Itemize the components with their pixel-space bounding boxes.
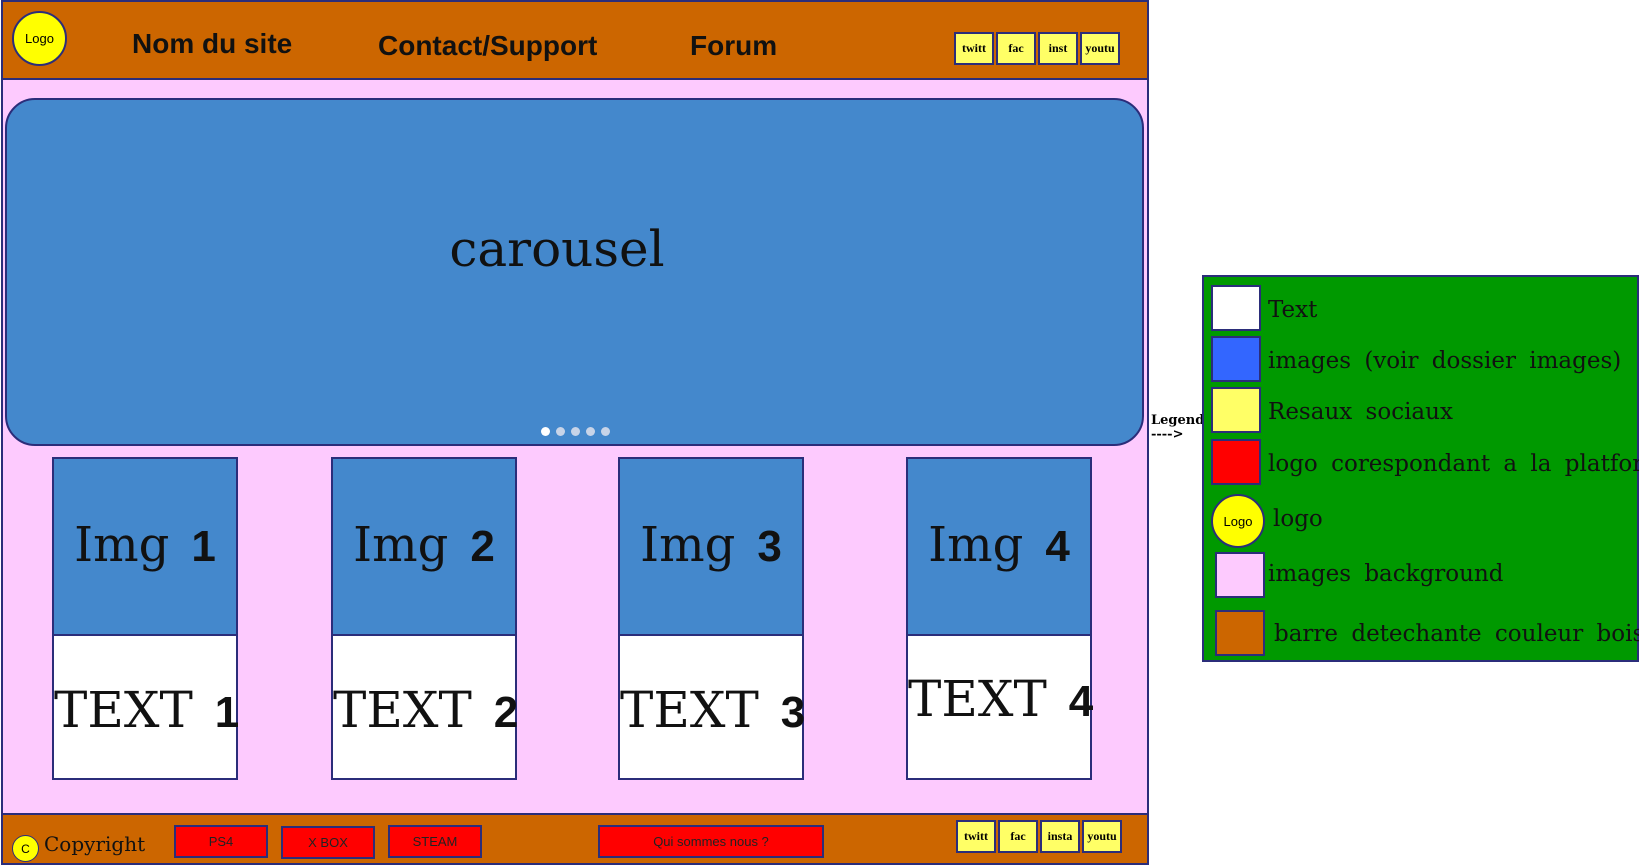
nav-forum[interactable]: Forum xyxy=(690,30,778,61)
legend-label-social: Resaux sociaux xyxy=(1268,399,1453,425)
copyright-text: Copyright xyxy=(44,832,146,856)
legend-label-platform: logo corespondant a la platforme xyxy=(1268,451,1639,477)
carousel-dot-3[interactable] xyxy=(571,427,580,436)
legend-label-background: images background xyxy=(1268,561,1504,587)
legend-swatch-background xyxy=(1215,552,1265,598)
footer-youtube-button[interactable]: youtu xyxy=(1082,820,1122,853)
legend-pointer-title: Legende xyxy=(1151,413,1213,428)
footer-xbox-button[interactable]: X BOX xyxy=(281,826,375,859)
footer-ps4-button[interactable]: PS4 xyxy=(174,825,268,858)
header-youtube-button[interactable]: youtu xyxy=(1080,32,1120,65)
legend-swatch-text xyxy=(1211,285,1261,331)
carousel-dot-2[interactable] xyxy=(556,427,565,436)
legend-swatch-images xyxy=(1211,336,1261,382)
header-instagram-button[interactable]: inst xyxy=(1038,32,1078,65)
nav-contact-support[interactable]: Contact/Support xyxy=(378,30,598,61)
legend-label-wood-bar: barre detechante couleur bois xyxy=(1274,621,1639,647)
footer-about-button[interactable]: Qui sommes nous ? xyxy=(598,825,824,858)
footer-instagram-button[interactable]: insta xyxy=(1040,820,1080,853)
carousel-dot-4[interactable] xyxy=(586,427,595,436)
legend-swatch-platform xyxy=(1211,439,1261,485)
copyright-icon: C xyxy=(12,835,39,862)
legend-label-images: images (voir dossier images) xyxy=(1268,348,1622,374)
carousel-dot-5[interactable] xyxy=(601,427,610,436)
legend-swatch-social xyxy=(1211,387,1261,433)
legend-label-logo: logo xyxy=(1273,506,1323,532)
carousel[interactable]: carousel xyxy=(5,98,1144,446)
footer-facebook-button[interactable]: fac xyxy=(998,820,1038,853)
legend-pointer-arrow: ----> xyxy=(1151,427,1184,442)
legend-pointer: Legende ----> xyxy=(1151,414,1213,442)
legend-swatch-wood-bar xyxy=(1215,610,1265,656)
carousel-label: carousel xyxy=(449,220,665,278)
header-facebook-button[interactable]: fac xyxy=(996,32,1036,65)
header-twitter-button[interactable]: twitt xyxy=(954,32,994,65)
legend-swatch-logo: Logo xyxy=(1211,494,1265,548)
carousel-dot-1[interactable] xyxy=(541,427,550,436)
legend-label-text: Text xyxy=(1268,297,1318,323)
nav-site-name[interactable]: Nom du site xyxy=(132,28,293,59)
site-logo[interactable]: Logo xyxy=(12,11,67,66)
legend-panel: Text images (voir dossier images) Resaux… xyxy=(1202,275,1639,662)
footer-steam-button[interactable]: STEAM xyxy=(388,825,482,858)
footer-twitter-button[interactable]: twitt xyxy=(956,820,996,853)
